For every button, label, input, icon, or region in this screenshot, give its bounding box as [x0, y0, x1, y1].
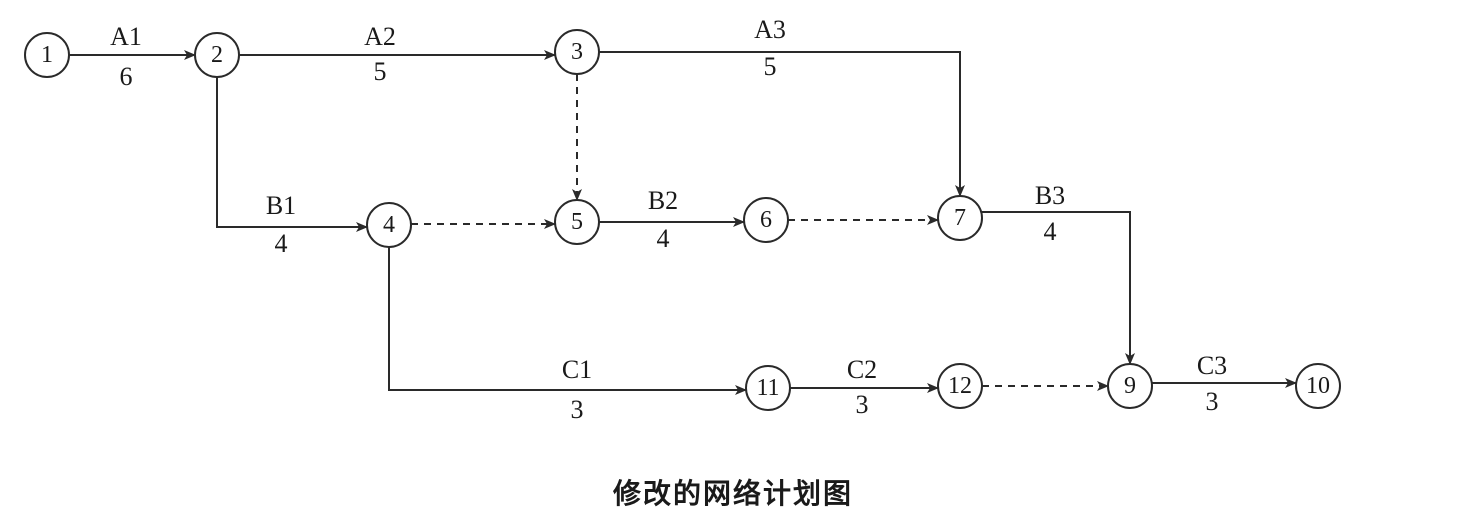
activity-duration-b1: 4 — [275, 229, 288, 258]
event-node-circle — [743, 197, 789, 243]
activity-duration-b3: 4 — [1044, 217, 1057, 246]
event-node-circle — [937, 195, 983, 241]
event-node-label: 7 — [954, 205, 966, 231]
event-node-label: 10 — [1306, 373, 1330, 399]
activity-name-c1: C1 — [562, 355, 592, 384]
activity-duration-c1: 3 — [571, 395, 584, 424]
activity-duration-b2: 4 — [657, 224, 670, 253]
event-node-circle — [745, 365, 791, 411]
event-node-label: 4 — [383, 212, 395, 238]
event-node-label: 12 — [948, 373, 972, 399]
event-node-3: 3 — [554, 29, 600, 75]
activity-arrow-b1 — [216, 77, 368, 232]
activity-name-b3: B3 — [1035, 181, 1065, 210]
activity-name-b2: B2 — [648, 186, 678, 215]
activity-duration-a2: 5 — [374, 57, 387, 86]
event-node-5: 5 — [554, 199, 600, 245]
event-node-circle — [194, 32, 240, 78]
event-node-6: 6 — [743, 197, 789, 243]
event-node-4: 4 — [366, 202, 412, 248]
activity-name-a2: A2 — [364, 22, 396, 51]
event-node-label: 9 — [1124, 373, 1136, 399]
event-node-circle — [554, 29, 600, 75]
activity-name-c3: C3 — [1197, 351, 1227, 380]
activity-duration-c2: 3 — [856, 390, 869, 419]
event-node-label: 2 — [211, 42, 223, 68]
activity-duration-a1: 6 — [120, 62, 133, 91]
event-node-9: 9 — [1107, 363, 1153, 409]
event-node-11: 11 — [745, 365, 791, 411]
activity-name-a3: A3 — [754, 15, 786, 44]
event-node-circle — [554, 199, 600, 245]
event-node-7: 7 — [937, 195, 983, 241]
event-node-12: 12 — [937, 363, 983, 409]
activity-name-a1: A1 — [110, 22, 142, 51]
event-node-label: 6 — [760, 207, 772, 233]
activity-name-c2: C2 — [847, 355, 877, 384]
event-node-circle — [24, 32, 70, 78]
activity-duration-a3: 5 — [764, 52, 777, 81]
diagram-caption: 修改的网络计划图 — [612, 477, 853, 510]
event-node-label: 5 — [571, 209, 583, 235]
activity-name-b1: B1 — [266, 191, 296, 220]
event-node-label: 3 — [571, 39, 583, 65]
activity-duration-c3: 3 — [1206, 387, 1219, 416]
activity-arrow-b3 — [982, 211, 1135, 365]
event-node-2: 2 — [194, 32, 240, 78]
activity-arrow-a3 — [599, 51, 965, 197]
event-node-circle — [366, 202, 412, 248]
activity-arrow-c1 — [388, 247, 747, 395]
event-node-10: 10 — [1295, 363, 1341, 409]
event-node-label: 1 — [41, 42, 53, 68]
event-node-1: 1 — [24, 32, 70, 78]
event-node-circle — [1295, 363, 1341, 409]
event-node-circle — [1107, 363, 1153, 409]
event-node-circle — [937, 363, 983, 409]
event-node-label: 11 — [756, 375, 779, 401]
